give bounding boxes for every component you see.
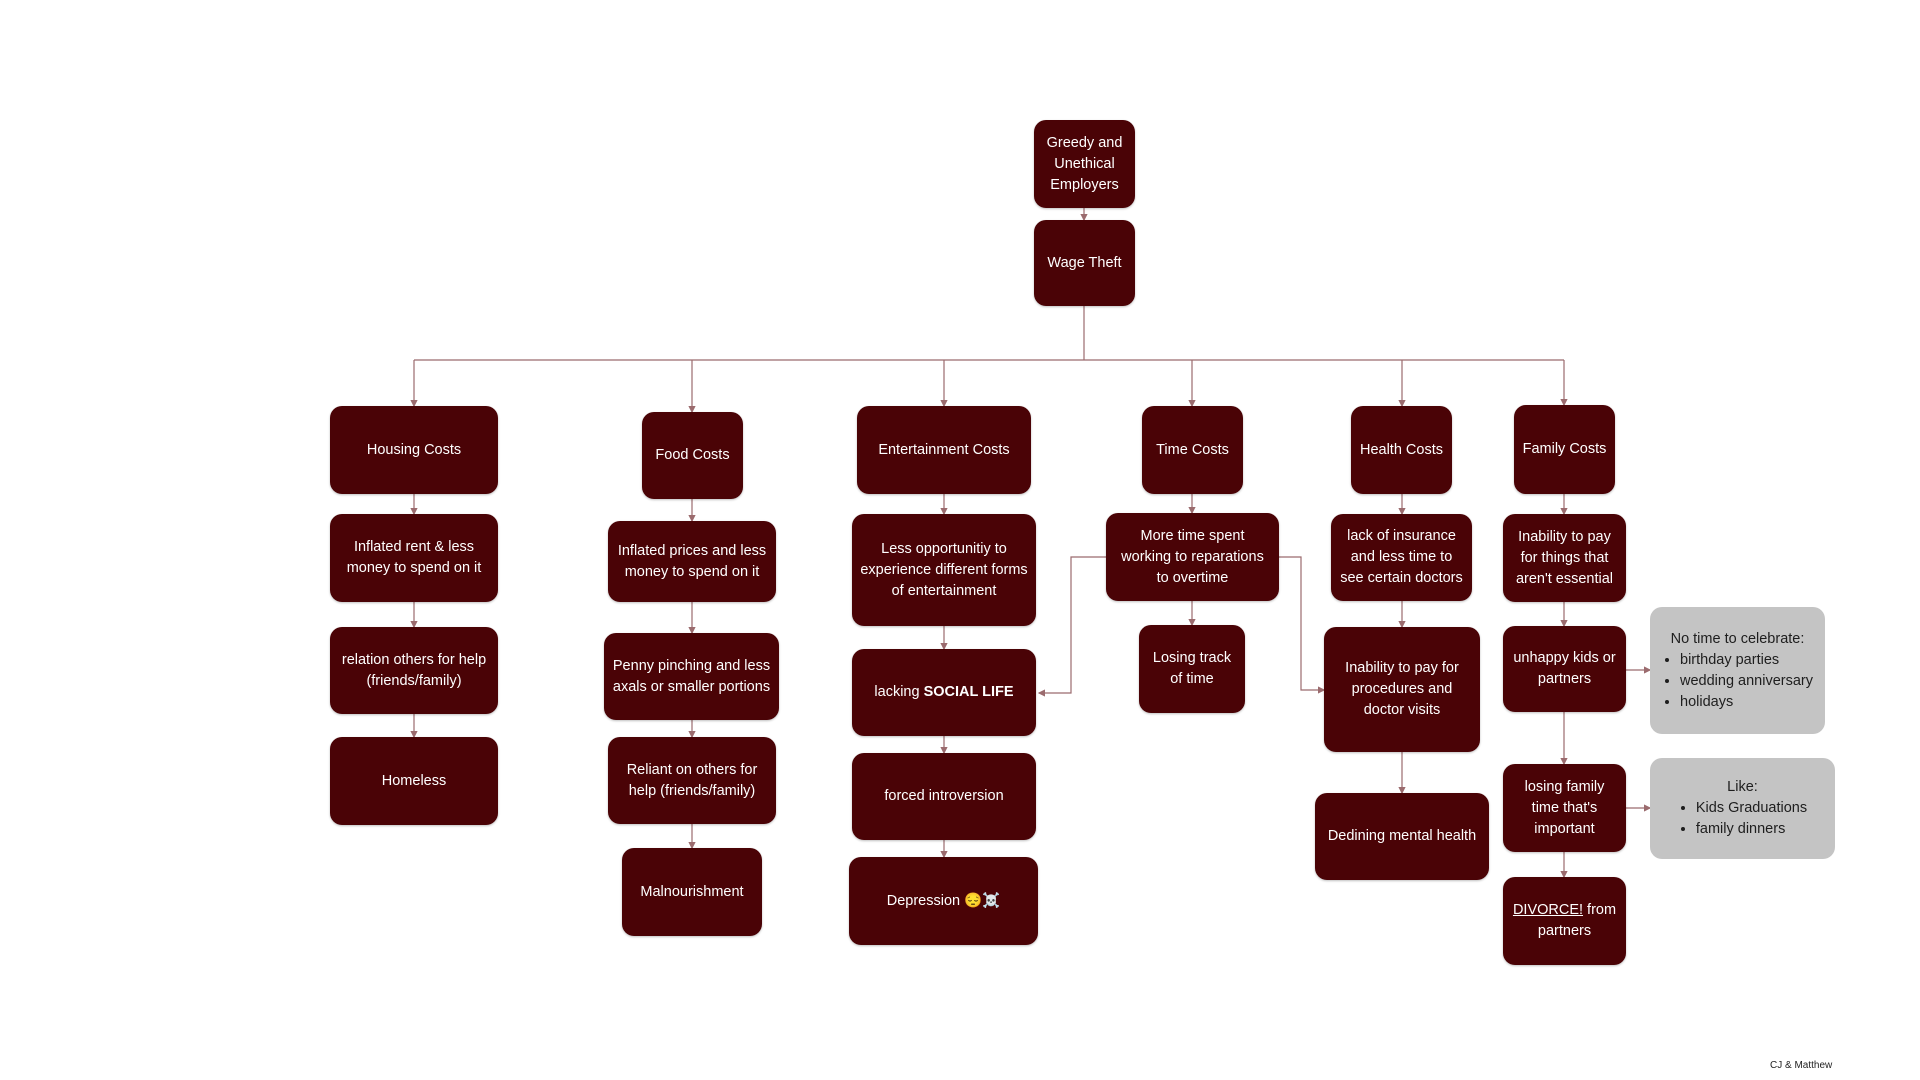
node-family-costs[interactable]: Family Costs xyxy=(1514,405,1615,494)
node-label: losing family time that's important xyxy=(1524,778,1605,837)
node-label: Homeless xyxy=(381,772,447,789)
divorce-text: DIVORCE! xyxy=(1512,902,1584,918)
note-no-time-to-celebrate[interactable]: No time to celebrate: birthday parties w… xyxy=(1650,607,1825,734)
node-label: Entertainment Costs xyxy=(878,441,1010,458)
node-label: Inability to pay for things that aren't … xyxy=(1515,528,1614,587)
node-divorce[interactable]: DIVORCE! from partners xyxy=(1503,877,1626,965)
node-label: Depression 😔☠️ xyxy=(886,892,1001,909)
node-label: forced introversion xyxy=(884,788,1004,804)
note-list-item: wedding anniversary xyxy=(1680,671,1813,692)
node-label: Reliant on others for help (friends/fami… xyxy=(626,761,758,799)
social-life-text: SOCIAL LIFE xyxy=(923,684,1014,700)
author-credit: CJ & Matthew xyxy=(1770,1060,1833,1071)
note-list-item: birthday parties xyxy=(1680,650,1813,671)
lacking-text: lacking xyxy=(874,684,924,700)
node-inflated-rent[interactable]: Inflated rent & less money to spend on i… xyxy=(330,514,498,602)
node-label: relation others for help (friends/family… xyxy=(341,651,487,689)
note-list: birthday parties wedding anniversary hol… xyxy=(1662,650,1813,713)
node-less-opportunity[interactable]: Less opportunitiy to experience differen… xyxy=(852,514,1036,626)
node-label: Housing Costs xyxy=(366,441,462,458)
node-losing-track-of-time[interactable]: Losing track of time xyxy=(1139,625,1245,713)
node-label: Malnourishment xyxy=(640,883,744,900)
node-label: Less opportunitiy to experience differen… xyxy=(860,540,1028,599)
node-lack-of-insurance[interactable]: lack of insurance and less time to see c… xyxy=(1331,514,1472,601)
node-lacking-social-life[interactable]: lacking SOCIAL LIFE xyxy=(852,649,1036,736)
node-health-costs[interactable]: Health Costs xyxy=(1351,406,1452,494)
node-malnourishment[interactable]: Malnourishment xyxy=(622,848,762,936)
node-losing-family-time[interactable]: losing family time that's important xyxy=(1503,764,1626,852)
node-label: Dedining mental health xyxy=(1327,828,1477,844)
node-homeless[interactable]: Homeless xyxy=(330,737,498,825)
node-label: More time spent working to reparations t… xyxy=(1121,527,1264,586)
node-label: DIVORCE! from partners xyxy=(1511,900,1618,942)
note-list-item: Kids Graduations xyxy=(1696,798,1807,819)
node-label: lacking SOCIAL LIFE xyxy=(874,682,1013,703)
node-food-costs[interactable]: Food Costs xyxy=(642,412,743,499)
node-depression[interactable]: Depression 😔☠️ xyxy=(849,857,1038,945)
node-label: Losing track of time xyxy=(1152,650,1232,687)
node-label: Wage Theft xyxy=(1047,254,1122,271)
node-inability-to-pay-procedures[interactable]: Inability to pay for procedures and doct… xyxy=(1324,627,1480,752)
node-label: Inflated rent & less money to spend on i… xyxy=(346,539,482,576)
node-forced-introversion[interactable]: forced introversion xyxy=(852,753,1036,840)
node-unhappy-kids[interactable]: unhappy kids or partners xyxy=(1503,626,1626,712)
node-label: Family Costs xyxy=(1522,441,1607,457)
node-label: Health Costs xyxy=(1359,441,1443,458)
node-time-costs[interactable]: Time Costs xyxy=(1142,406,1243,494)
node-reliant-on-others[interactable]: Reliant on others for help (friends/fami… xyxy=(608,737,776,824)
note-list: Kids Graduations family dinners xyxy=(1678,798,1807,840)
divorce-rest-text: from partners xyxy=(1537,902,1617,939)
note-list-item: holidays xyxy=(1680,692,1813,713)
node-housing-costs[interactable]: Housing Costs xyxy=(330,406,498,494)
note-heading: No time to celebrate: xyxy=(1670,630,1805,647)
node-inflated-prices[interactable]: Inflated prices and less money to spend … xyxy=(608,521,776,602)
note-list-item: family dinners xyxy=(1696,819,1807,840)
note-heading: Like: xyxy=(1727,779,1758,795)
node-label: Inability to pay for procedures and doct… xyxy=(1345,660,1459,718)
node-entertainment-costs[interactable]: Entertainment Costs xyxy=(857,406,1031,494)
node-greedy-employers[interactable]: Greedy and Unethical Employers xyxy=(1034,120,1135,208)
node-label: Penny pinching and less axals or smaller… xyxy=(612,657,771,695)
node-more-time-working[interactable]: More time spent working to reparations t… xyxy=(1106,513,1279,601)
note-like[interactable]: Like: Kids Graduations family dinners xyxy=(1650,758,1835,859)
node-label: unhappy kids or partners xyxy=(1513,650,1616,687)
node-label: Inflated prices and less money to spend … xyxy=(617,542,767,580)
node-label: lack of insurance and less time to see c… xyxy=(1340,528,1463,586)
node-inability-to-pay-non-essential[interactable]: Inability to pay for things that aren't … xyxy=(1503,514,1626,602)
node-label: Food Costs xyxy=(655,447,730,463)
node-label: Time Costs xyxy=(1156,441,1229,458)
node-declining-mental-health[interactable]: Dedining mental health xyxy=(1315,793,1489,880)
node-penny-pinching[interactable]: Penny pinching and less axals or smaller… xyxy=(604,633,779,720)
node-wage-theft[interactable]: Wage Theft xyxy=(1034,220,1135,306)
node-label: Greedy and Unethical Employers xyxy=(1046,134,1123,193)
node-relation-others[interactable]: relation others for help (friends/family… xyxy=(330,627,498,714)
